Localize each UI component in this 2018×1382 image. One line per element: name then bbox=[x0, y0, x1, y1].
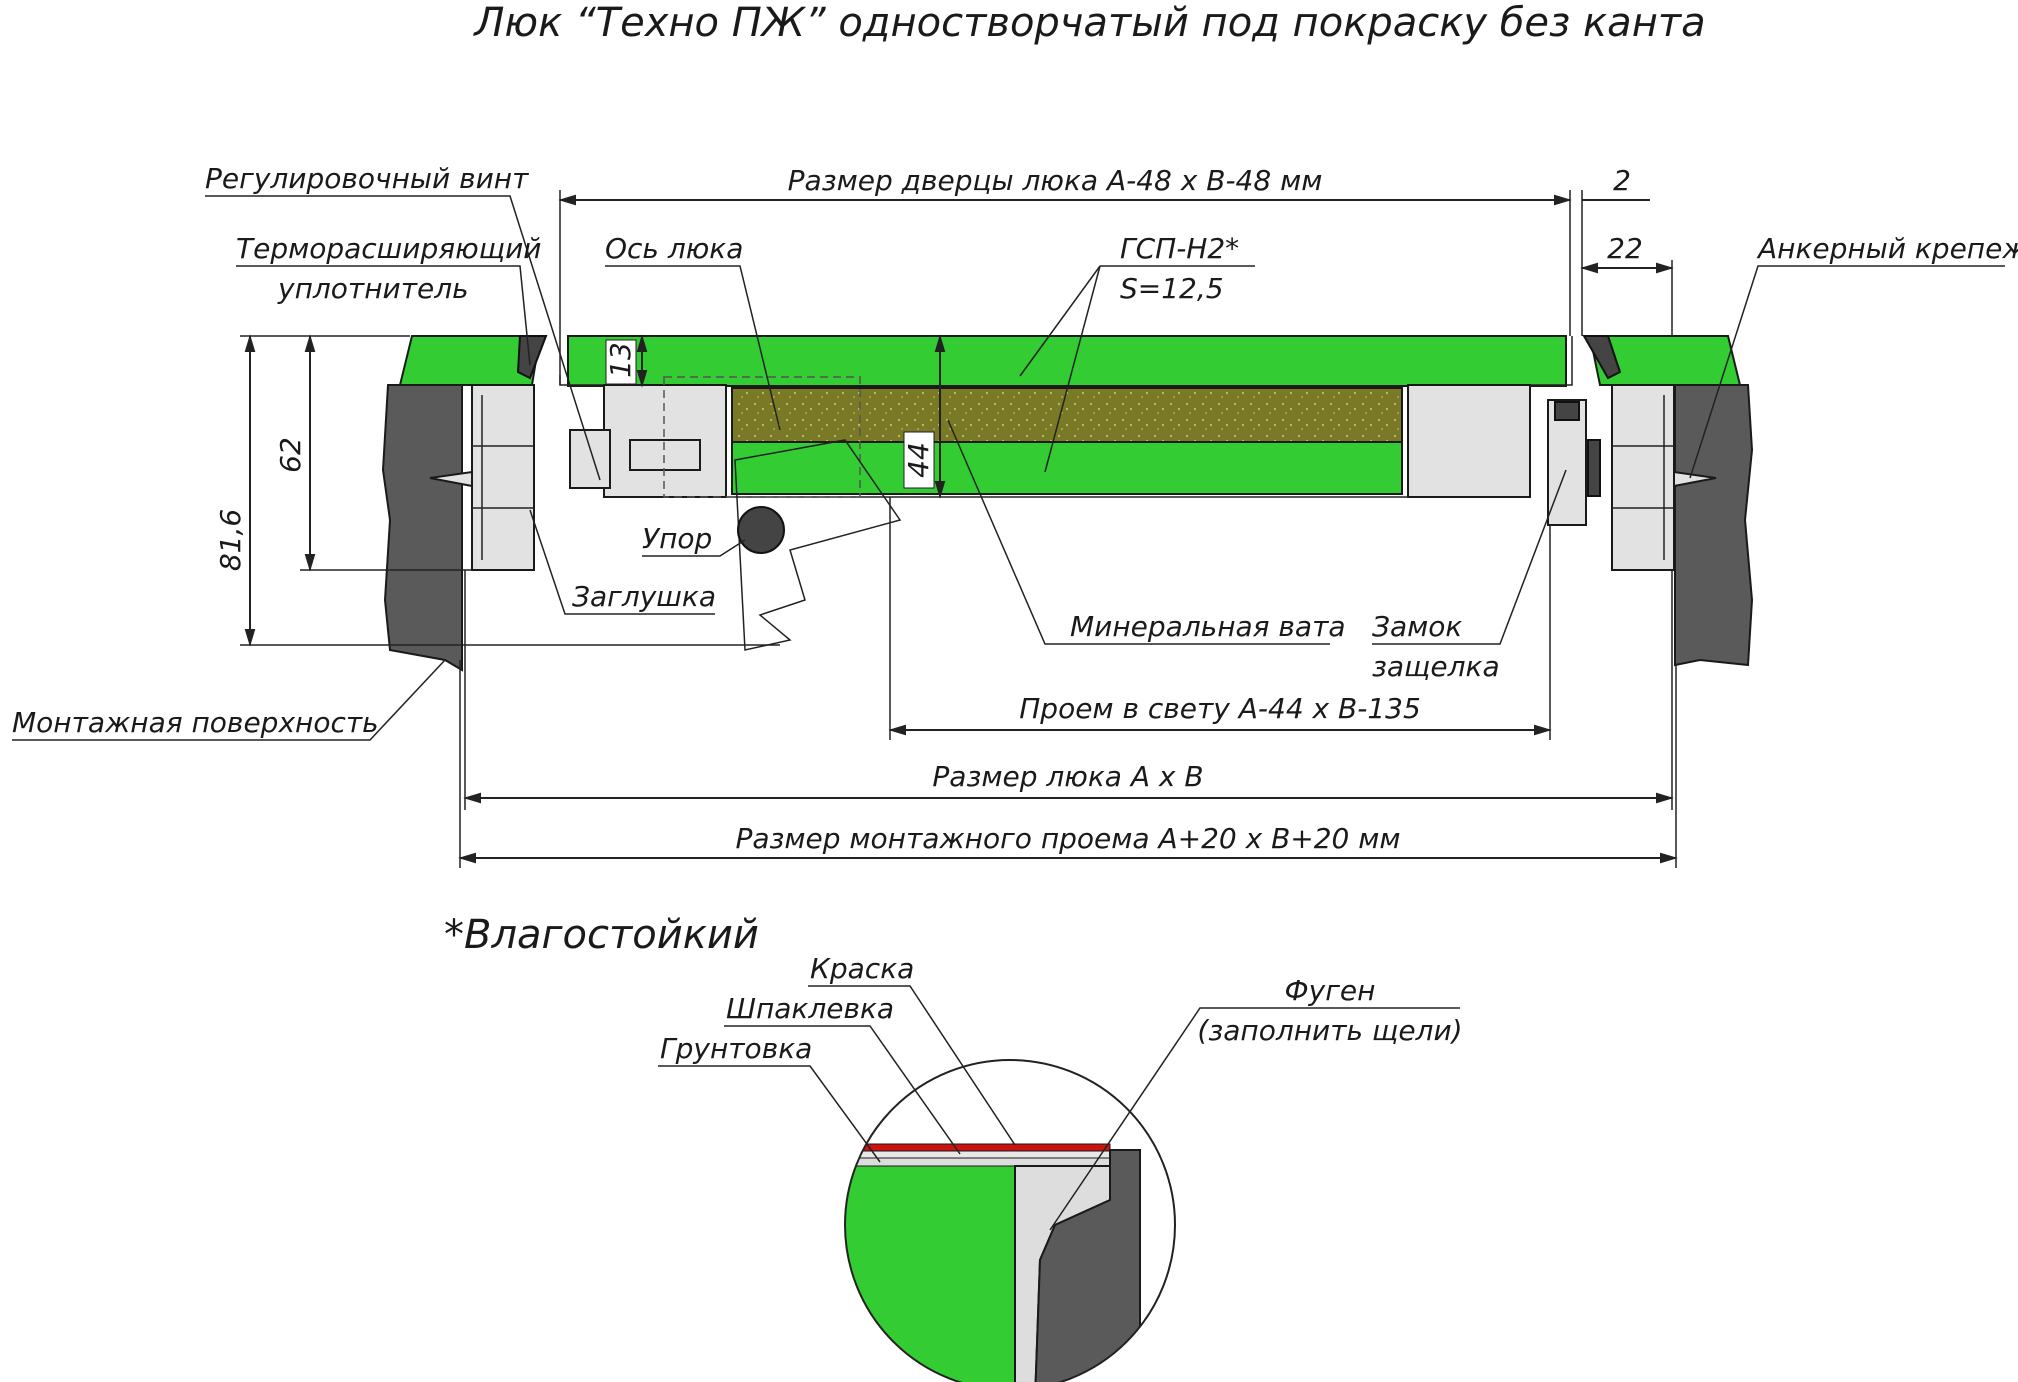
wall-right bbox=[1674, 384, 1754, 667]
label-hatch-axis: Ось люка bbox=[605, 232, 743, 265]
label-thermo-seal-2: уплотнитель bbox=[277, 272, 469, 305]
dim-h13: 13 bbox=[604, 342, 637, 378]
label-lock-1: Замок bbox=[1372, 610, 1462, 643]
detail-primer bbox=[845, 1157, 1111, 1167]
wall-left bbox=[381, 384, 463, 672]
drawing-title: Люк “Техно ПЖ” одностворчатый под покрас… bbox=[472, 0, 1705, 46]
dim-hatch-size: Размер люка А х В bbox=[932, 760, 1203, 793]
dim-h44: 44 bbox=[902, 442, 935, 478]
label-anchor: Анкерный крепеж bbox=[1756, 232, 2018, 265]
label-lock-2: защелка bbox=[1372, 650, 1500, 683]
label-fugen-1: Фуген bbox=[1285, 974, 1376, 1007]
detail-circle bbox=[844, 1059, 1176, 1382]
dim-h81: 81,6 bbox=[214, 509, 247, 571]
anchor-right bbox=[1673, 470, 1717, 488]
label-mineral-wool: Минеральная вата bbox=[1070, 610, 1346, 643]
thermo-seal-right bbox=[1582, 335, 1622, 380]
detail-view bbox=[845, 1060, 1175, 1382]
door-profile-right bbox=[1407, 384, 1531, 498]
label-fugen-2: (заполнить щели) bbox=[1197, 1014, 1462, 1047]
mineral-wool bbox=[731, 387, 1403, 443]
label-plug: Заглушка bbox=[572, 580, 716, 613]
anchor-left bbox=[429, 470, 473, 488]
label-thermo-seal-1: Терморасширяющий bbox=[236, 232, 541, 265]
door-swing-outline bbox=[734, 439, 902, 651]
dim-door-size: Размер дверцы люка А-48 х В-48 мм bbox=[788, 164, 1323, 197]
label-putty: Шпаклевка bbox=[726, 992, 894, 1025]
stop-element bbox=[737, 506, 785, 554]
detail-wall bbox=[1033, 1149, 1141, 1382]
dim-side: 22 bbox=[1607, 232, 1643, 265]
detail-gsp bbox=[845, 1159, 1016, 1382]
dim-gap: 2 bbox=[1613, 164, 1631, 197]
gsp-board-door-top bbox=[567, 335, 1567, 387]
hatch-axis-outline bbox=[663, 376, 861, 498]
label-paint: Краска bbox=[810, 952, 914, 985]
label-primer: Грунтовка bbox=[660, 1032, 812, 1065]
hinge-block bbox=[569, 429, 611, 489]
thermo-seal-left bbox=[516, 335, 548, 380]
label-stop: Упор bbox=[642, 522, 712, 555]
label-mounting-surface: Монтажная поверхность bbox=[12, 706, 379, 739]
gsp-board-door-bottom bbox=[731, 441, 1403, 495]
label-adjust-screw: Регулировочный винт bbox=[205, 162, 529, 195]
dim-clear-opening: Проем в свету А-44 х В-135 bbox=[1019, 692, 1421, 725]
dim-mount-opening: Размер монтажного проема А+20 х В+20 мм bbox=[735, 822, 1400, 855]
label-gsp-2: S=12,5 bbox=[1120, 272, 1224, 305]
label-moisture-resistant: *Влагостойкий bbox=[444, 912, 759, 958]
label-gsp-1: ГСП-Н2* bbox=[1120, 232, 1239, 265]
dim-h62: 62 bbox=[274, 437, 307, 473]
gsp-board-frame-right bbox=[1588, 335, 1742, 386]
detail-paint bbox=[845, 1143, 1111, 1152]
